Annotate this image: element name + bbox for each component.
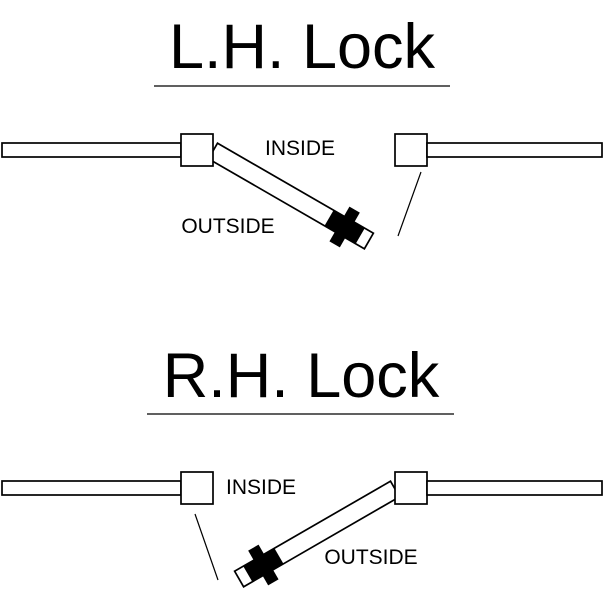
lh-inside-label: INSIDE [265,137,335,160]
rh-left-wall-bar [1,480,182,496]
lh-left-wall-bar [1,142,182,158]
lh-right-wall-bar [426,142,603,158]
lh-right-jamb-block [394,133,428,167]
rh-left-jamb-block [180,471,214,505]
rh-door [233,480,401,588]
lh-lock-diagram: L.H. Lock INSIDE OUTSIDE [1,12,603,250]
rh-right-wall-bar [426,480,603,496]
rh-lock-title: R.H. Lock [163,341,440,411]
lh-door-knob-icon [324,210,365,244]
rh-right-jamb-block [394,471,428,505]
rh-door-knob-icon [243,548,284,582]
rh-lock-diagram: R.H. Lock INSIDE OUTSIDE [1,341,603,588]
lh-left-jamb-block [180,133,214,167]
lh-lock-title: L.H. Lock [169,12,436,82]
rh-outside-label: OUTSIDE [324,546,417,569]
rh-swing-line [194,513,219,581]
lh-outside-label: OUTSIDE [181,215,274,238]
lh-swing-line [397,171,422,237]
rh-inside-label: INSIDE [226,476,296,499]
